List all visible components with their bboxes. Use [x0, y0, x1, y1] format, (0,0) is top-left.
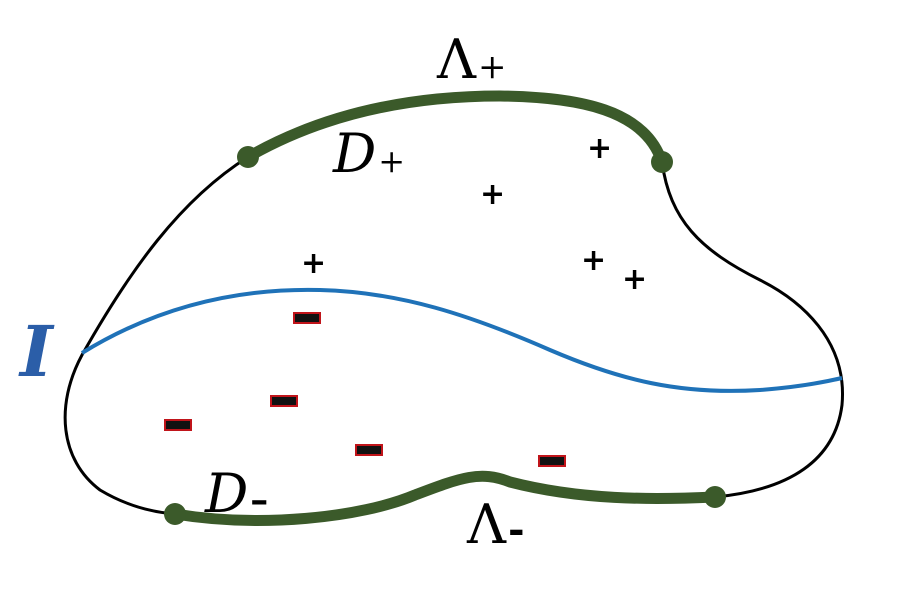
interface-label: I — [18, 310, 55, 393]
domain-boundary — [63, 155, 844, 516]
minus-sign — [293, 312, 321, 324]
minus-sign — [270, 395, 298, 407]
minus-sign — [538, 455, 566, 467]
minus-signs — [164, 312, 566, 467]
lambda-plus-main: Λ — [436, 28, 477, 91]
lambda-minus-main: Λ — [466, 493, 507, 556]
plus-signs: + + + + + — [301, 131, 647, 297]
lambda-minus-right-endpoint — [704, 486, 726, 508]
d-plus-label: D+ — [332, 122, 405, 185]
lambda-plus-left-endpoint — [237, 146, 259, 168]
lambda-minus-left-endpoint — [164, 503, 186, 525]
d-plus-subscript: + — [378, 142, 405, 180]
plus-sign: + — [622, 262, 647, 297]
plus-sign: + — [301, 246, 326, 281]
plus-sign: + — [581, 243, 606, 278]
lambda-plus-subscript: + — [478, 47, 507, 87]
d-minus-main: D — [204, 462, 248, 525]
lambda-plus-arc — [242, 90, 668, 168]
d-minus-label: D– — [204, 462, 268, 525]
d-minus-subscript: – — [250, 479, 268, 521]
lambda-minus-arc — [169, 470, 721, 526]
lambda-minus-label: Λ- — [466, 493, 525, 556]
minus-sign — [355, 444, 383, 456]
plus-sign: + — [480, 177, 505, 212]
lambda-plus-right-endpoint — [651, 151, 673, 173]
minus-sign — [164, 419, 192, 431]
lambda-plus-label: Λ+ — [436, 28, 507, 91]
d-plus-main: D — [332, 122, 376, 185]
plus-sign: + — [587, 131, 612, 166]
interface-curve — [80, 287, 843, 393]
lambda-minus-subscript: - — [508, 506, 525, 553]
